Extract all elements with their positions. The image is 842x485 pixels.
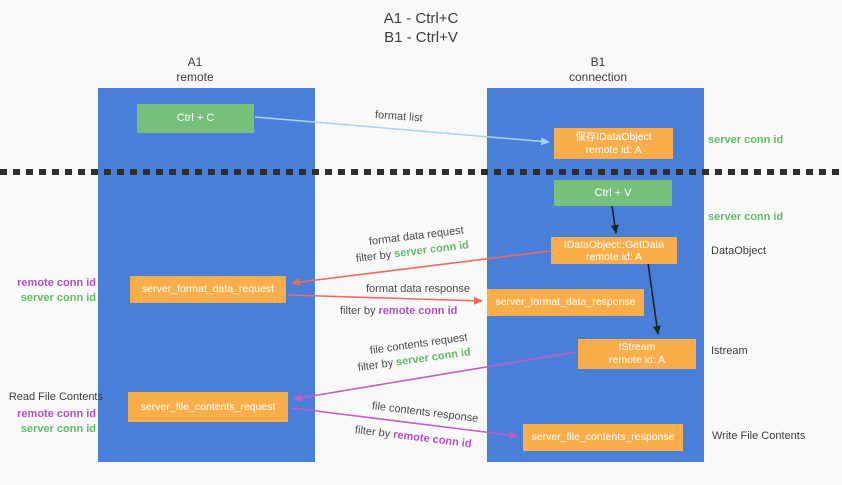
annotation-read-file-contents: Read File Contents [8,391,103,403]
node-getdata-line2: remote id: A [585,250,643,263]
label-file-contents-response: file contents response [371,400,479,425]
filter-prefix-1: filter by [355,248,395,265]
filter-key-4: remote conn id [392,428,473,451]
title-line-2: B1 - Ctrl+V [384,29,458,46]
session-divider-dotted-line [0,169,842,175]
node-istream-line1: IStream [618,341,656,353]
annotation-server-conn-id-top: server conn id [708,134,784,146]
diagram-title: A1 - Ctrl+C B1 - Ctrl+V [0,9,842,47]
node-istream-line2: remote id: A [608,354,666,366]
annotation-conn-ids-format: remote conn id server conn id [17,276,96,306]
filter-prefix-4: filter by [354,424,394,441]
annotation-write-file-contents: Write File Contents [712,430,806,442]
title-line-1: A1 - Ctrl+C [383,10,459,27]
annotation-server-conn-id-1: server conn id [20,292,96,304]
filter-key-2: remote conn id [378,305,458,317]
lifeline-a1-name: A1 [187,55,203,69]
node-idataobject-getdata: IDataObject::GetData remote id: A [551,237,677,264]
node-file-request-label: server_file_contents_request [140,400,276,413]
node-istream: IStream remote id: A [578,339,696,369]
lifeline-b1-name: B1 [590,55,606,69]
lifeline-b1-role: connection [568,70,628,84]
annotation-remote-conn-id-2: remote conn id [17,408,96,420]
node-ctrl-c: Ctrl + C [137,104,254,133]
lifeline-a1-role: remote [176,70,214,84]
node-format-response-label: server_format_data_response [495,296,636,308]
annotation-remote-conn-id-1: remote conn id [17,277,96,289]
label-format-data-response: format data response [366,283,470,295]
lifeline-header-a1: A1 remote [95,55,295,85]
node-ctrl-v: Ctrl + V [554,180,672,206]
label-format-list: format list [374,109,423,125]
filter-prefix-3: filter by [357,356,397,374]
label-filter-by-remote-conn-id-1: filter by remote conn id [340,305,457,317]
annotation-dataobject: DataObject [711,245,767,257]
node-server-format-data-request: server_format_data_request [130,276,286,303]
annotation-server-conn-id-mid: server conn id [708,211,784,223]
node-save-line1: 保存IDataObject [575,130,652,143]
filter-prefix-2: filter by [340,305,379,317]
annotation-istream: Istream [711,345,748,357]
lifeline-header-b1: B1 connection [498,55,698,85]
node-server-file-contents-response: server_file_contents_response [523,424,683,451]
node-ctrl-v-label: Ctrl + V [594,186,632,199]
node-format-request-label: server_format_data_request [142,283,274,295]
node-server-format-data-response: server_format_data_response [487,289,644,316]
node-save-idataobject: 保存IDataObject remote id: A [554,128,673,159]
annotation-server-conn-id-2: server conn id [20,423,96,435]
node-ctrl-c-label: Ctrl + C [176,112,215,124]
arrow-format-data-response [287,294,483,305]
node-save-line2: remote id: A [585,143,642,156]
label-filter-by-remote-conn-id-2: filter by remote conn id [354,424,472,450]
node-getdata-line1: IDataObject::GetData [563,238,665,251]
node-file-response-label: server_file_contents_response [531,431,675,443]
annotation-conn-ids-file: remote conn id server conn id [17,407,96,437]
node-server-file-contents-request: server_file_contents_request [128,392,288,422]
